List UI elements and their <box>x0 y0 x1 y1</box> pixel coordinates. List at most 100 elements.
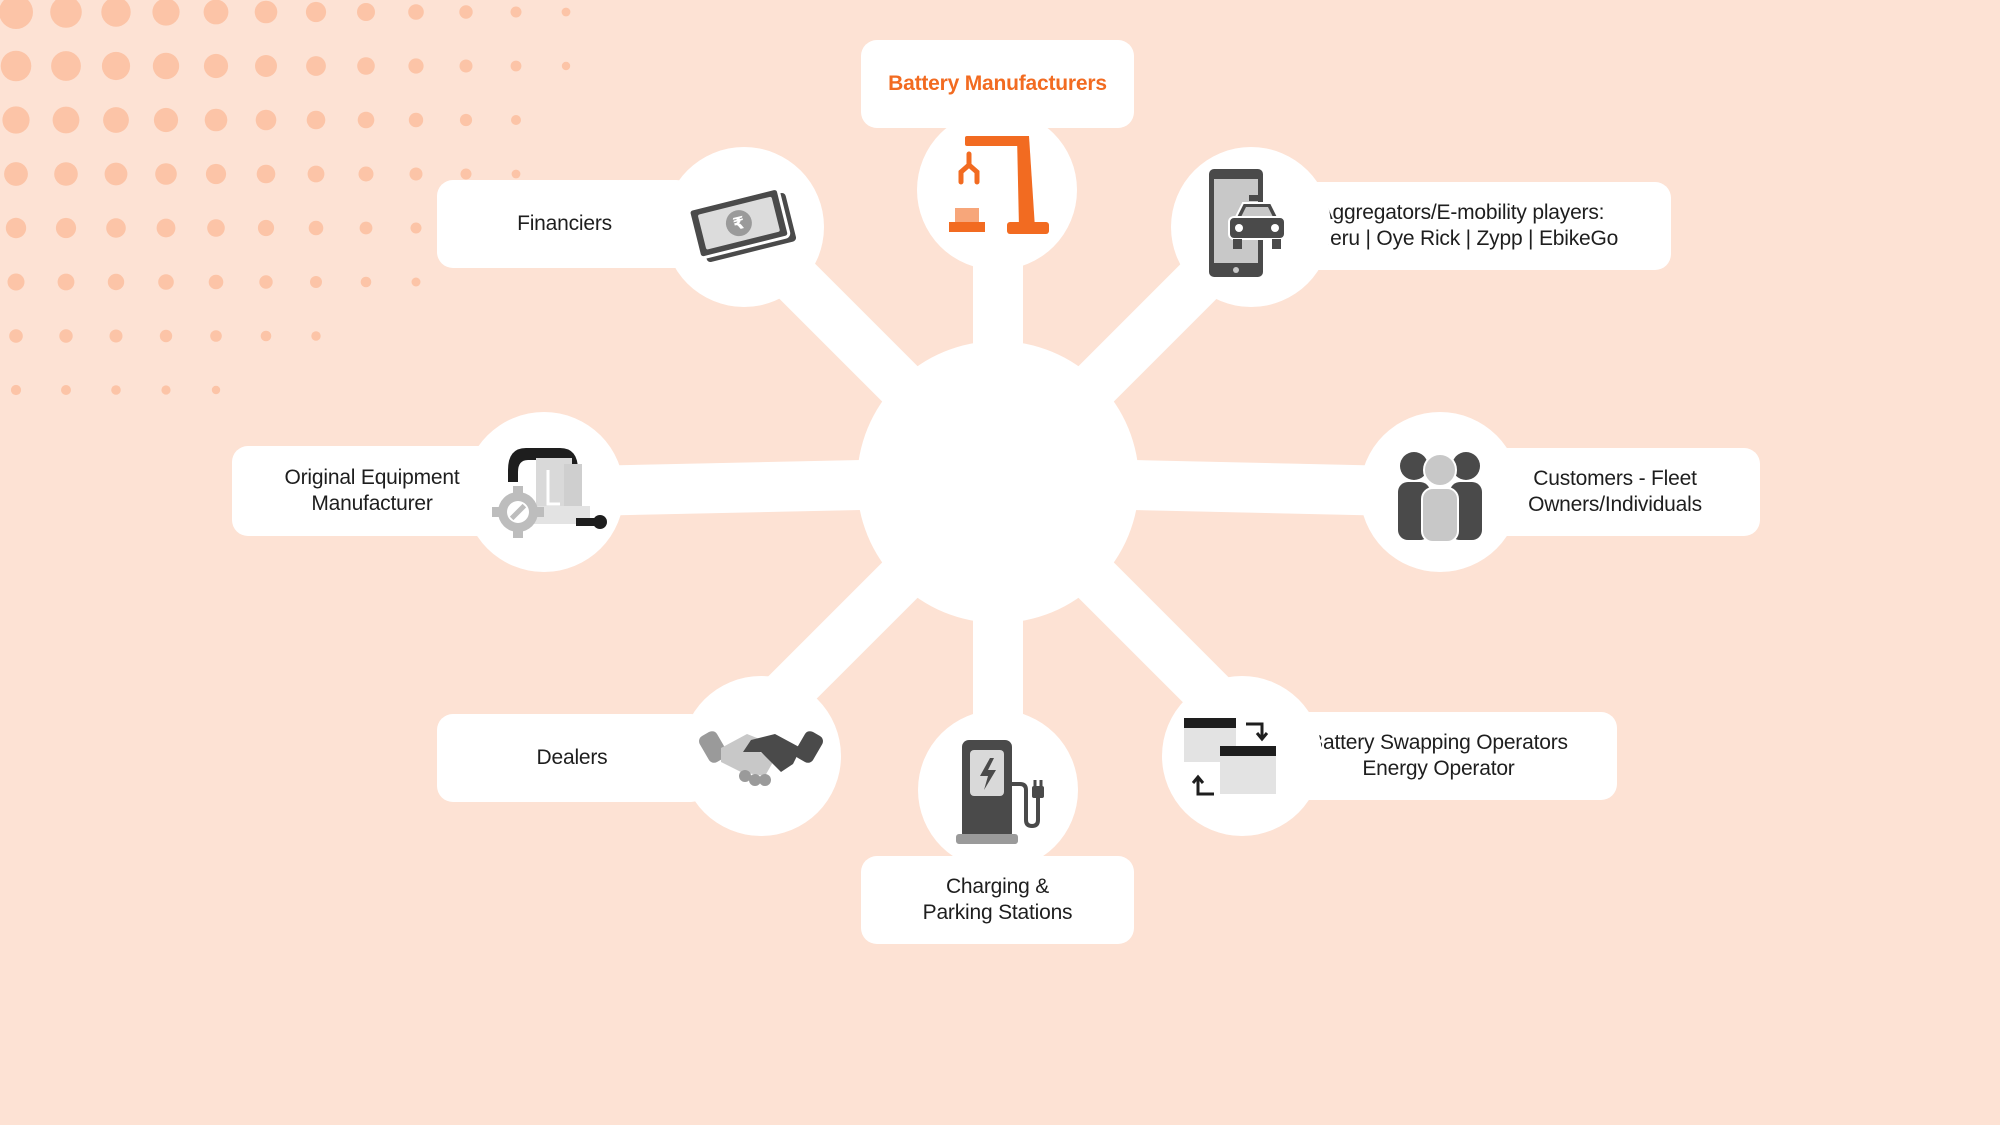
dealers-label: Dealers <box>536 746 608 769</box>
financiers-label-box: Financiers <box>437 180 692 268</box>
charging-label-line1: Charging & <box>945 875 1050 898</box>
pattern-dot <box>159 329 173 343</box>
pattern-dot <box>255 109 277 131</box>
pattern-dot <box>510 60 522 72</box>
svg-text:₹: ₹ <box>731 213 747 235</box>
charging-icon-circle <box>918 710 1078 870</box>
charging-station-icon <box>956 740 1044 844</box>
handshake-icon <box>699 731 823 786</box>
swapping-label-box: Battery Swapping Operators Energy Operat… <box>1260 712 1617 800</box>
pattern-dot <box>459 5 473 19</box>
pattern-dot <box>411 277 421 287</box>
pattern-dot <box>0 50 32 82</box>
oem-label-line1: Original Equipment <box>284 466 460 489</box>
pattern-dot <box>111 385 121 395</box>
swapping-label-line2: Energy Operator <box>1362 757 1515 780</box>
battery-manufacturers-icon-circle <box>917 110 1077 270</box>
pattern-dot <box>207 219 225 237</box>
pattern-dot <box>255 55 277 77</box>
swapping-icon-circle <box>1162 676 1322 836</box>
pattern-dot <box>459 59 473 73</box>
charging-label-box: Charging & Parking Stations <box>861 856 1134 944</box>
pattern-dot <box>360 276 372 288</box>
people-group-icon <box>1398 452 1482 543</box>
pattern-dot <box>357 57 375 75</box>
customers-label-line1: Customers - Fleet <box>1533 467 1697 490</box>
pattern-dot <box>101 51 131 81</box>
financiers-label: Financiers <box>517 212 612 235</box>
battery-manufacturers-label-box: Battery Manufacturers <box>861 40 1134 128</box>
pattern-dot <box>306 110 326 130</box>
pattern-dot <box>104 162 128 186</box>
pattern-dot <box>204 108 228 132</box>
pattern-dot <box>410 222 422 234</box>
pattern-dot <box>203 0 229 25</box>
pattern-dot <box>153 107 179 133</box>
pattern-dot <box>2 106 30 134</box>
pattern-dot <box>208 274 224 290</box>
dealers-icon-circle <box>681 676 841 836</box>
dealers-label-box: Dealers <box>437 714 707 802</box>
aggregators-icon-circle <box>1171 147 1331 307</box>
oem-label-line2: Manufacturer <box>311 492 433 515</box>
swapping-label-line1: Battery Swapping Operators <box>1309 731 1568 754</box>
pattern-dot <box>205 163 227 185</box>
pattern-dot <box>0 0 33 29</box>
pattern-dot <box>310 276 322 288</box>
pattern-dot <box>359 221 373 235</box>
pattern-dot <box>9 329 23 343</box>
pattern-dot <box>259 275 273 289</box>
pattern-dot <box>61 385 71 395</box>
rickshaw-gear-icon <box>492 448 607 538</box>
pattern-dot <box>210 330 222 342</box>
pattern-dot <box>459 113 473 127</box>
pattern-dot <box>510 6 522 18</box>
financiers-icon-circle: ₹ <box>664 147 824 307</box>
pattern-dot <box>511 115 521 125</box>
customers-icon-circle <box>1360 412 1520 572</box>
pattern-dot <box>211 385 221 395</box>
pattern-dot <box>408 58 424 74</box>
pattern-dot <box>357 3 375 21</box>
phone-taxi-icon <box>1209 169 1286 277</box>
pattern-dot <box>155 163 177 185</box>
aggregators-label-line1: Aggregators/E-mobility players: <box>1318 201 1605 224</box>
pattern-dot <box>52 106 80 134</box>
pattern-dot <box>156 218 176 238</box>
pattern-dot <box>101 0 131 27</box>
aggregators-label-line2: Sheru | Oye Rick | Zypp | EbikeGo <box>1304 227 1619 250</box>
pattern-dot <box>161 385 171 395</box>
pattern-dot <box>358 166 374 182</box>
pattern-dot <box>152 52 180 80</box>
pattern-dot <box>51 51 81 81</box>
pattern-dot <box>203 53 229 79</box>
oem-label-box: Original Equipment Manufacturer <box>232 446 512 536</box>
pattern-dot <box>59 329 73 343</box>
pattern-dot <box>511 169 521 179</box>
pattern-dot <box>308 220 324 236</box>
pattern-dot <box>254 0 278 24</box>
pattern-dot <box>107 273 125 291</box>
customers-label-line2: Owners/Individuals <box>1528 493 1702 516</box>
pattern-dot <box>561 7 571 17</box>
pattern-dot <box>152 0 180 26</box>
battery-manufacturers-label: Battery Manufacturers <box>888 72 1107 95</box>
charging-label-line2: Parking Stations <box>922 901 1073 924</box>
crane-battery-icon <box>949 136 1049 234</box>
pattern-dot <box>408 112 424 128</box>
pattern-dot <box>106 218 126 238</box>
oem-icon-circle <box>464 412 624 572</box>
pattern-dot <box>7 273 25 291</box>
pattern-dot <box>256 164 276 184</box>
pattern-dot <box>54 162 78 186</box>
pattern-dot <box>260 330 272 342</box>
pattern-dot <box>305 1 327 23</box>
pattern-dot <box>109 329 123 343</box>
battery-swap-icon <box>1184 718 1276 796</box>
rupee-banknote-icon: ₹ <box>687 187 797 263</box>
pattern-dot <box>57 273 75 291</box>
pattern-dot <box>5 217 27 239</box>
pattern-dot <box>55 217 77 239</box>
central-hub <box>857 341 1139 623</box>
